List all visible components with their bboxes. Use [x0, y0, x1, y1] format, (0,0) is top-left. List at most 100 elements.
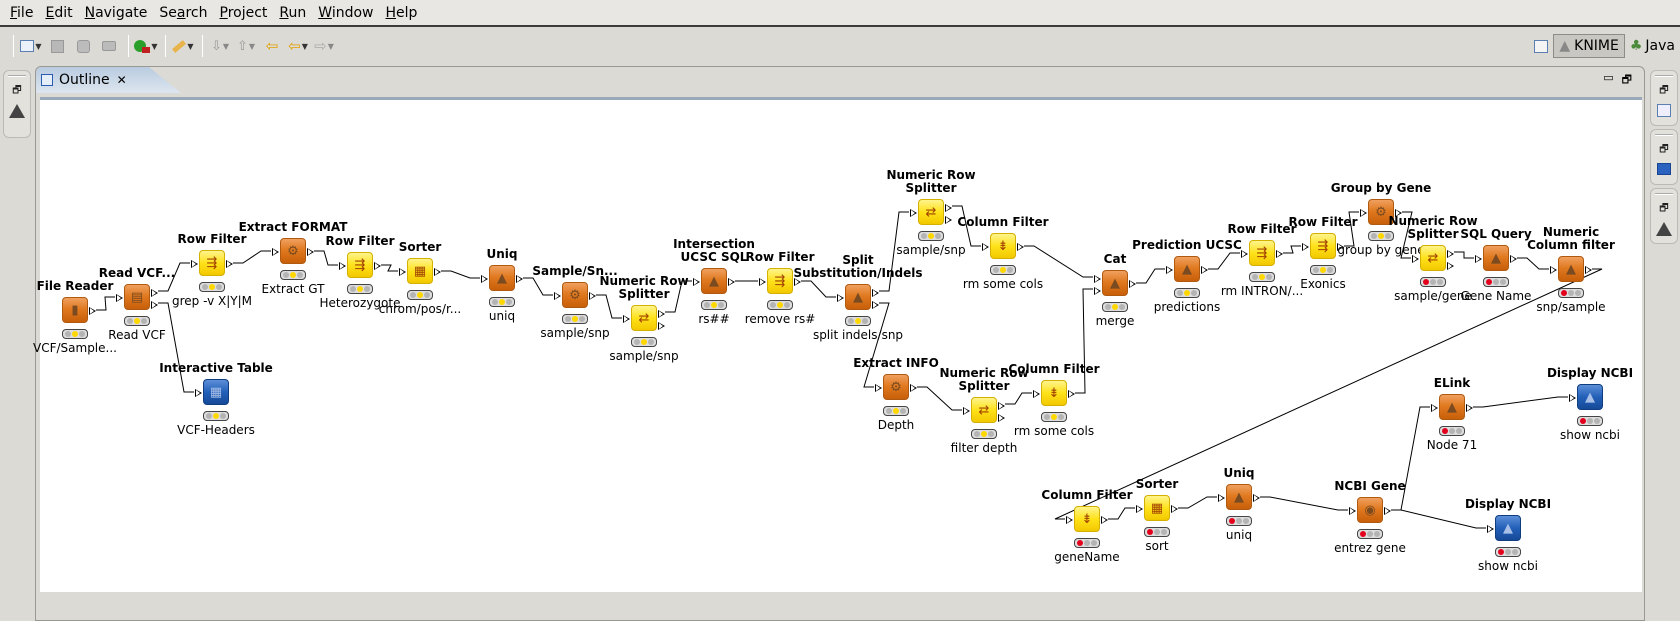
output-port[interactable] [794, 278, 801, 286]
save-button[interactable] [45, 35, 69, 57]
node-icon[interactable]: ⇟ [982, 233, 1024, 259]
output-port[interactable] [1276, 250, 1283, 258]
perspective-knime[interactable]: ▲KNIME [1553, 34, 1625, 58]
input-port[interactable] [1066, 516, 1073, 524]
output-port[interactable] [872, 301, 879, 309]
input-port[interactable] [693, 278, 700, 286]
output-port[interactable] [658, 322, 665, 330]
node-label[interactable]: Extract GT [261, 282, 325, 296]
input-port[interactable] [1136, 505, 1143, 513]
connection-wire[interactable] [863, 302, 890, 388]
node-icon[interactable]: ▲ [1166, 256, 1208, 282]
node-label[interactable]: remove rs# [744, 312, 816, 326]
workflow-node[interactable]: Numeric Row Splitter⇄sample/snp [861, 169, 1001, 258]
workflow-node[interactable]: Group by Gene⚙group by gene [1311, 182, 1451, 258]
output-port[interactable] [1129, 280, 1136, 288]
input-port[interactable] [339, 262, 346, 270]
back-button[interactable]: ⇦▼ [288, 37, 308, 55]
connection-wire[interactable] [879, 211, 909, 292]
input-port[interactable] [910, 209, 917, 217]
output-port[interactable] [998, 414, 1005, 422]
node-label[interactable]: VCF/Sample... [33, 341, 117, 355]
connection-wire[interactable] [233, 250, 271, 264]
input-port[interactable] [759, 278, 766, 286]
output-port[interactable] [434, 268, 441, 276]
perspective-java[interactable]: ♣Java [1625, 34, 1680, 58]
node-label[interactable]: Node 71 [1426, 438, 1478, 452]
input-port[interactable] [623, 315, 630, 323]
new-wizard-button[interactable]: ▼ [19, 35, 43, 57]
node-icon[interactable]: ▲ [1487, 515, 1521, 541]
input-port[interactable] [1033, 390, 1040, 398]
node-label[interactable]: show ncbi [1478, 559, 1538, 573]
input-port[interactable] [272, 248, 279, 256]
output-port[interactable] [1337, 243, 1344, 251]
node-icon[interactable]: ⇶ [191, 250, 233, 276]
input-port[interactable] [1475, 255, 1482, 263]
output-port[interactable] [1068, 390, 1075, 398]
node-icon[interactable]: ▲ [1218, 484, 1260, 510]
node-label[interactable]: uniq [488, 309, 516, 323]
node-label[interactable]: rm INTRON/... [1220, 284, 1304, 298]
node-icon[interactable]: ▦ [195, 379, 229, 405]
workflow-node[interactable]: Row Filter⇶Exonics [1253, 216, 1393, 292]
input-port[interactable] [1218, 494, 1225, 502]
connection-wire[interactable] [1108, 507, 1135, 520]
node-label[interactable]: snp/sample [1536, 300, 1606, 314]
output-port[interactable] [728, 278, 735, 286]
workflow-node[interactable]: Column Filter⇟rm some cols [933, 216, 1073, 292]
menu-file[interactable]: File [10, 4, 34, 21]
input-port[interactable] [1550, 266, 1557, 274]
output-port[interactable] [1201, 266, 1208, 274]
input-port[interactable] [875, 384, 882, 392]
node-repository-icon[interactable] [9, 104, 25, 118]
node-icon[interactable]: ⚙ [272, 238, 314, 264]
workflow-node[interactable]: Intersection UCSC SQL▲rs## [644, 238, 784, 327]
node-icon[interactable]: ⇟ [1033, 380, 1075, 406]
connection-wire[interactable] [314, 250, 338, 266]
menu-project[interactable]: Project [219, 4, 268, 21]
input-port[interactable] [837, 294, 844, 302]
workflow-node[interactable]: Row Filter⇶remove rs# [710, 251, 850, 327]
node-label[interactable]: geneName [1054, 550, 1120, 564]
workflow-canvas[interactable]: File Reader▮VCF/Sample...Read VCF...▤Rea… [33, 97, 1642, 592]
connection-wire[interactable] [1136, 268, 1165, 284]
workflow-node[interactable]: Interactive Table▦VCF-Headers [146, 362, 286, 438]
node-label[interactable]: sample/gene [1394, 289, 1472, 303]
node-icon[interactable]: ▤ [116, 284, 158, 310]
node-icon[interactable]: ⚙ [875, 374, 917, 400]
connection-wire[interactable] [665, 280, 692, 313]
node-icon[interactable]: ▲ [837, 284, 879, 310]
output-port[interactable] [1510, 255, 1517, 263]
maximize-icon[interactable]: 🗗 [1621, 73, 1632, 86]
input-port[interactable] [1487, 525, 1494, 533]
node-icon[interactable]: ▲ [1475, 245, 1517, 271]
print-button[interactable] [97, 35, 121, 57]
connection-wire[interactable] [917, 386, 962, 411]
input-port[interactable] [554, 292, 561, 300]
output-port[interactable] [307, 248, 314, 256]
menu-help[interactable]: Help [385, 4, 418, 21]
node-label[interactable]: Read VCF [108, 328, 166, 342]
connection-wire[interactable] [801, 280, 836, 298]
input-port[interactable] [1412, 255, 1419, 263]
connection-wire[interactable] [596, 294, 622, 319]
workflow-node[interactable]: Display NCBI▲show ncbi [1520, 367, 1660, 443]
connection-wire[interactable] [158, 262, 190, 292]
node-icon[interactable]: ⚙ [554, 282, 596, 308]
node-label[interactable]: rs## [698, 312, 730, 326]
external-tools-button[interactable]: ▼ [171, 35, 195, 57]
restore-icon[interactable]: 🗗 [1659, 144, 1669, 155]
output-port[interactable] [658, 310, 665, 318]
output-port[interactable] [1384, 507, 1391, 515]
node-label[interactable]: grep -v X|Y|M [171, 294, 252, 308]
workflow-node[interactable]: Column Filter⇟rm some cols [984, 363, 1124, 439]
node-label[interactable]: merge [1095, 314, 1135, 328]
node-icon[interactable]: ⇟ [1066, 506, 1108, 532]
input-port[interactable] [982, 243, 989, 251]
node-label[interactable]: split indels/snp [812, 328, 904, 342]
tab-outline[interactable]: Outline ✕ [36, 67, 141, 93]
output-port[interactable] [151, 301, 158, 309]
input-port[interactable] [963, 407, 970, 415]
workflow-node[interactable]: Uniq▲uniq [432, 248, 572, 323]
